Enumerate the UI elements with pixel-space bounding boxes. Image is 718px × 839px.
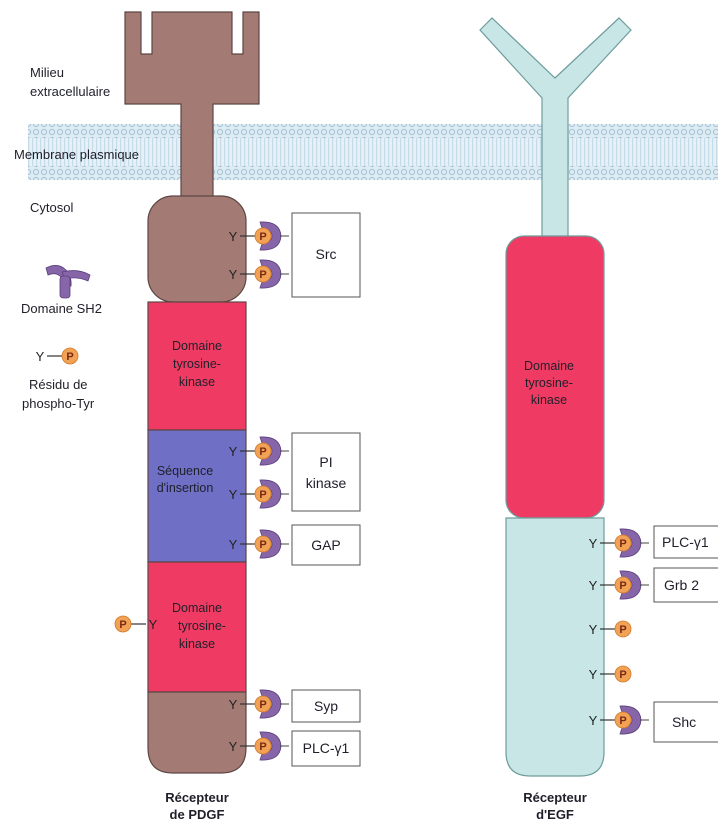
pi-kinase-box <box>292 433 360 511</box>
phospho-glyph: P <box>619 669 626 681</box>
egf-plc-label: PLC-γ1 <box>662 534 709 550</box>
phospho-glyph: P <box>259 489 266 501</box>
gap-label: GAP <box>311 537 341 553</box>
pdgf-caption-2: de PDGF <box>170 807 225 822</box>
tyr-glyph: Y <box>589 536 598 551</box>
phospho-glyph: P <box>259 446 266 458</box>
pdgf-juxtamembrane <box>148 196 246 302</box>
phospho-glyph: P <box>259 231 266 243</box>
egf-binding-boxes <box>654 526 718 742</box>
tyr-glyph: Y <box>589 667 598 682</box>
phospho-glyph: P <box>119 619 126 631</box>
pdgf-kinase1-line1: Domaine <box>172 339 222 353</box>
tyr-glyph: Y <box>149 617 158 632</box>
tyr-glyph: Y <box>229 697 238 712</box>
egf-box-text: PLC-γ1 Grb 2 Shc <box>662 534 709 730</box>
egf-kinase-line1: Domaine <box>524 359 574 373</box>
sh2-legend-stem <box>60 276 70 298</box>
phospho-glyph: P <box>619 715 626 727</box>
phospho-glyph: P <box>66 351 73 363</box>
shc-label: Shc <box>672 714 696 730</box>
egf-c-terminal-tail <box>506 518 604 776</box>
src-label: Src <box>316 246 337 262</box>
egf-kinase-line3: kinase <box>531 393 567 407</box>
pdgf-caption-1: Récepteur <box>165 790 229 805</box>
tyr-glyph: Y <box>229 537 238 552</box>
phospho-glyph: P <box>619 580 626 592</box>
egf-caption-1: Récepteur <box>523 790 587 805</box>
egf-site-3: YP <box>589 621 631 637</box>
phospho-glyph: P <box>259 539 266 551</box>
extracellular-label-1: Milieu <box>30 65 64 80</box>
tyr-glyph: Y <box>229 739 238 754</box>
pdgf-kinase2-line3: kinase <box>179 637 215 651</box>
pdgf-insert-line2: d'insertion <box>157 481 214 495</box>
pi-kinase-label-2: kinase <box>306 475 347 491</box>
grb2-label: Grb 2 <box>664 577 699 593</box>
tyr-glyph: Y <box>229 229 238 244</box>
membrane-label: Membrane plasmique <box>14 147 139 162</box>
tyr-glyph: Y <box>229 487 238 502</box>
egf-kinase-line2: tyrosine- <box>525 376 573 390</box>
captions: Récepteur de PDGF Récepteur d'EGF <box>165 790 587 822</box>
tyr-glyph: Y <box>589 578 598 593</box>
cytosol-label: Cytosol <box>30 200 73 215</box>
tyr-glyph: Y <box>36 349 45 364</box>
ptyr-legend-label-2: phospho-Tyr <box>22 396 95 411</box>
phospho-glyph: P <box>259 699 266 711</box>
pdgf-kinase2-line1: Domaine <box>172 601 222 615</box>
phospho-glyph: P <box>259 269 266 281</box>
pdgf-plc-label: PLC-γ1 <box>303 740 350 756</box>
pdgf-insert-line1: Séquence <box>157 464 213 478</box>
phospho-glyph: P <box>619 538 626 550</box>
sh2-legend-label: Domaine SH2 <box>21 301 102 316</box>
tyr-glyph: Y <box>229 444 238 459</box>
sh2-domain-legend-icon <box>46 265 90 298</box>
phospho-glyph: P <box>619 624 626 636</box>
egf-caption-2: d'EGF <box>536 807 574 822</box>
pdgf-kinase1-line3: kinase <box>179 375 215 389</box>
ptyr-legend-label-1: Résidu de <box>29 377 88 392</box>
pdgf-kinase1-line2: tyrosine- <box>173 357 221 371</box>
tyr-glyph: Y <box>589 622 598 637</box>
syp-label: Syp <box>314 698 338 714</box>
phospho-glyph: P <box>259 741 266 753</box>
extracellular-label-2: extracellulaire <box>30 84 110 99</box>
pi-kinase-label-1: PI <box>319 454 332 470</box>
pdgf-autophospho-site: YP <box>115 616 158 632</box>
tyr-glyph: Y <box>229 267 238 282</box>
tyr-glyph: Y <box>589 713 598 728</box>
pdgf-kinase2-line2: tyrosine- <box>178 619 226 633</box>
phospho-tyr-legend: YP <box>36 348 78 364</box>
egf-domain-text: Domaine tyrosine- kinase <box>524 359 574 407</box>
